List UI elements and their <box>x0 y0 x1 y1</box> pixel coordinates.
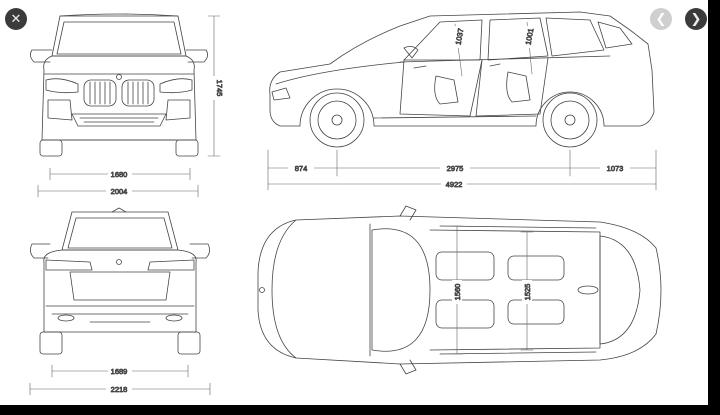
front-view <box>30 13 208 157</box>
next-image-button[interactable]: ❯ <box>685 8 707 30</box>
previous-image-button[interactable]: ❮ <box>650 8 672 30</box>
rear-view <box>30 207 210 355</box>
rear-track-label: 1689 <box>111 367 128 376</box>
vehicle-blueprint-image: 1680 2004 874 2975 1073 4922 1689 2218 1… <box>0 0 708 405</box>
front-width-label: 2004 <box>111 187 128 196</box>
rear-width-label: 2218 <box>111 385 128 394</box>
wheelbase-label: 2975 <box>447 164 464 173</box>
front-shoulder-label: 1560 <box>453 284 462 301</box>
front-height-label: 1745 <box>215 80 224 97</box>
rear-headroom-label: 1001 <box>524 28 536 46</box>
front-track-label: 1680 <box>111 170 128 179</box>
front-overhang-label: 874 <box>295 164 308 173</box>
side-view <box>269 11 655 148</box>
dimension-lines <box>29 15 657 396</box>
rear-overhang-label: 1073 <box>607 164 624 173</box>
chevron-left-icon: ❮ <box>655 11 667 27</box>
chevron-right-icon: ❯ <box>690 11 702 27</box>
close-button[interactable]: ✕ <box>5 8 27 30</box>
top-view <box>257 205 662 375</box>
rear-shoulder-label: 1525 <box>523 284 532 301</box>
overall-length-label: 4922 <box>446 180 463 189</box>
front-headroom-label: 1037 <box>454 28 466 46</box>
close-icon: ✕ <box>10 11 22 27</box>
